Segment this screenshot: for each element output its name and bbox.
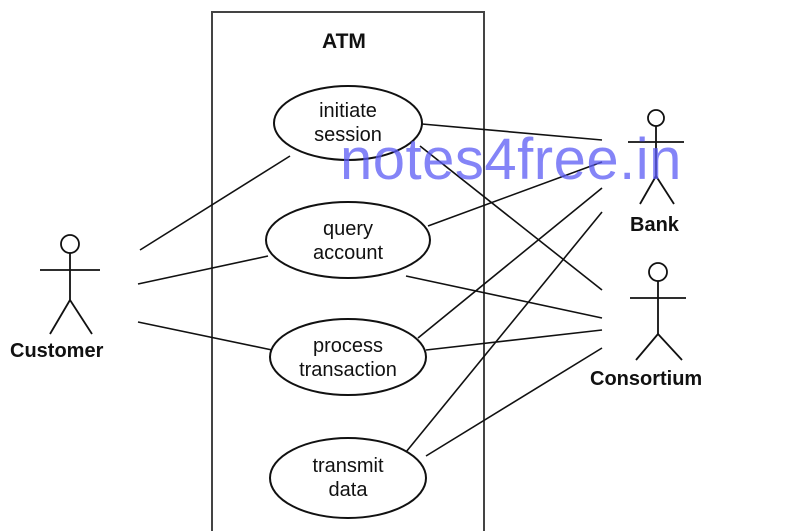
use-case-initiate-session	[273, 85, 423, 161]
assoc-customer-process-transaction	[137, 321, 273, 351]
actor-bank-label: Bank	[630, 214, 679, 236]
watermark: notes4free.in	[340, 127, 682, 192]
consortium-associations	[405, 145, 603, 457]
system-boundary	[211, 11, 485, 531]
assoc-bank-initiate-session	[421, 123, 603, 141]
assoc-customer-query-account	[137, 255, 269, 285]
assoc-consortium-process-transaction	[425, 329, 603, 351]
use-case-query-account-label: query account	[312, 218, 384, 264]
use-case-initiate-session-label: initiate session	[314, 100, 382, 146]
assoc-consortium-query-account	[405, 275, 603, 319]
assoc-customer-initiate-session	[139, 155, 291, 251]
use-case-transmit-data-label: transmit data	[312, 455, 384, 501]
bank-associations	[405, 123, 603, 453]
actor-customer-label: Customer	[10, 340, 104, 362]
actor-customer-figure	[40, 234, 100, 335]
system-name: ATM	[322, 30, 366, 53]
assoc-bank-transmit-data	[405, 211, 603, 453]
use-case-transmit-data	[269, 437, 427, 519]
assoc-consortium-initiate-session	[419, 145, 603, 291]
use-case-query-account	[265, 201, 431, 279]
assoc-bank-query-account	[427, 161, 603, 227]
actor-bank-figure	[628, 109, 684, 205]
actor-consortium-figure	[630, 262, 686, 361]
assoc-bank-process-transaction	[417, 187, 603, 339]
assoc-consortium-transmit-data	[425, 347, 603, 457]
use-case-process-transaction	[269, 318, 427, 396]
actor-consortium-label: Consortium	[590, 368, 703, 390]
customer-associations	[137, 155, 291, 351]
use-case-process-transaction-label: process transaction	[299, 335, 397, 381]
